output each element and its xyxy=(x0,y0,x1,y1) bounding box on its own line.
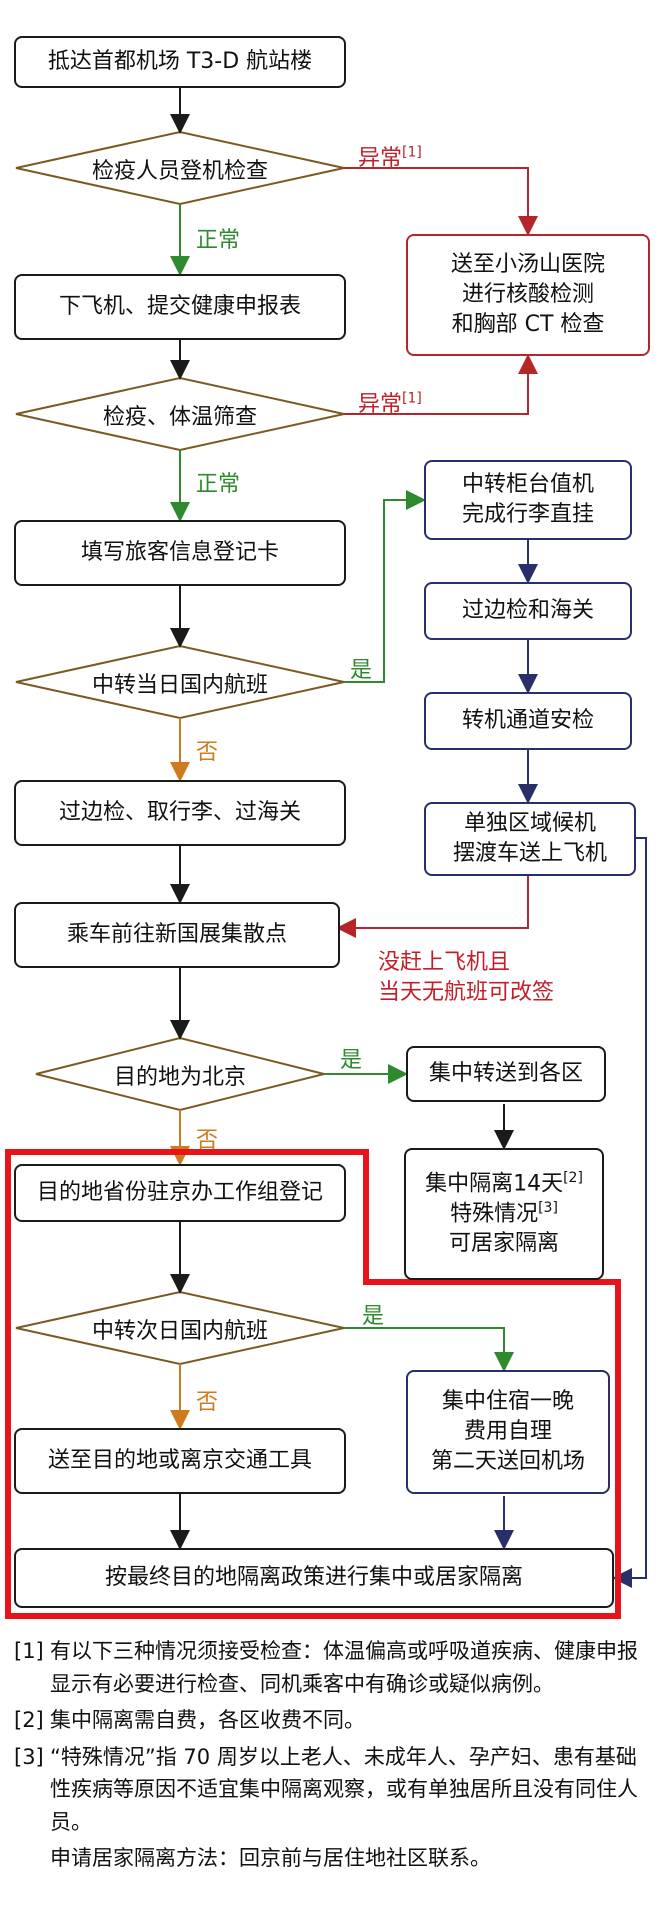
label-no-1: 否 xyxy=(196,740,219,765)
central-quarantine-line-3: 可居家隔离 xyxy=(448,1231,559,1257)
label-no-2: 否 xyxy=(196,1128,219,1153)
node-border-baggage: 过边检、取行李、过海关 xyxy=(14,780,346,846)
node-central-quarantine: 集中隔离14天[2] 特殊情况[3] 可居家隔离 xyxy=(404,1148,604,1280)
footnote-3: [3]“特殊情况”指 70 周岁以上老人、未成年人、孕产妇、患有基础性疾病等原因… xyxy=(14,1744,638,1834)
node-transfer-next-day: 中转次日国内航班 xyxy=(91,1319,268,1344)
node-final-quarantine: 按最终目的地隔离政策进行集中或居家隔离 xyxy=(14,1548,614,1608)
label-abnormal-1: 异常[1] xyxy=(358,144,422,171)
node-bus-expo: 乘车前往新国展集散点 xyxy=(14,902,340,968)
label-abnormal-2: 异常[1] xyxy=(358,390,422,417)
footnote-1: [1]有以下三种情况须接受检查：体温偏高或呼吸道疾病、健康申报显示有必要进行检查… xyxy=(14,1639,638,1696)
node-arrive: 抵达首都机场 T3-D 航站楼 xyxy=(14,36,346,88)
label-yes-2: 是 xyxy=(340,1048,363,1073)
label-normal-1: 正常 xyxy=(196,228,241,253)
node-board-check: 检疫人员登机检查 xyxy=(91,159,268,184)
node-deplane: 下飞机、提交健康申报表 xyxy=(14,274,346,340)
node-send-transport: 送至目的地或离京交通工具 xyxy=(14,1428,346,1494)
node-waiting-area: 单独区域候机 摆渡车送上飞机 xyxy=(424,802,636,876)
node-province-register: 目的地省份驻京办工作组登记 xyxy=(14,1164,346,1222)
central-quarantine-line-1: 集中隔离14天[2] xyxy=(425,1170,583,1197)
label-missed-2: 当天无航班可改签 xyxy=(378,980,555,1005)
label-yes-3: 是 xyxy=(362,1304,385,1329)
footnotes: [1]有以下三种情况须接受检查：体温偏高或呼吸道疾病、健康申报显示有必要进行检查… xyxy=(14,1635,654,1879)
node-transfer-same-day: 中转当日国内航班 xyxy=(91,673,268,698)
label-no-3: 否 xyxy=(196,1390,219,1415)
node-temp-screen: 检疫、体温筛查 xyxy=(102,405,257,430)
footnote-home-quarantine: 申请居家隔离方法：回京前与居住地社区联系。 xyxy=(50,1846,491,1871)
node-fill-card: 填写旅客信息登记卡 xyxy=(14,520,346,586)
highlight-outline xyxy=(5,1149,621,1619)
node-hospital: 送至小汤山医院 进行核酸检测 和胸部 CT 检查 xyxy=(406,234,650,356)
footnote-2: [2]集中隔离需自费，各区收费不同。 xyxy=(14,1708,365,1733)
label-missed-1: 没赶上飞机且 xyxy=(378,950,511,975)
node-transfer-security: 转机通道安检 xyxy=(424,692,632,750)
label-yes-1: 是 xyxy=(350,658,373,683)
node-border-customs: 过边检和海关 xyxy=(424,582,632,640)
central-quarantine-line-2: 特殊情况[3] xyxy=(450,1200,558,1227)
node-overnight: 集中住宿一晚 费用自理 第二天送回机场 xyxy=(406,1370,610,1494)
node-dest-beijing: 目的地为北京 xyxy=(113,1065,246,1090)
node-district-transfer: 集中转送到各区 xyxy=(406,1046,606,1102)
node-transfer-counter: 中转柜台值机 完成行李直挂 xyxy=(424,460,632,540)
label-normal-2: 正常 xyxy=(196,472,241,497)
